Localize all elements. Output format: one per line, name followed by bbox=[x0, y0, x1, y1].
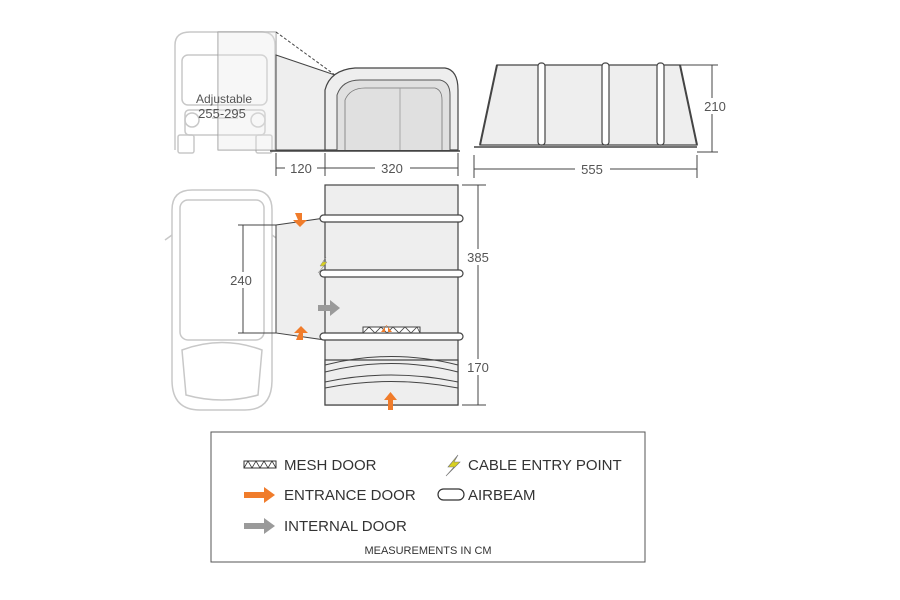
van-top-view bbox=[164, 189, 280, 411]
legend-mesh-door-label: MESH DOOR bbox=[284, 457, 377, 474]
adjustable-range: 255-295 bbox=[198, 106, 246, 121]
cable-entry-icon bbox=[445, 454, 461, 477]
entrance-arrow-icon bbox=[294, 326, 308, 340]
entrance-arrow-icon bbox=[293, 213, 307, 227]
units-note: MEASUREMENTS IN CM bbox=[364, 545, 491, 557]
tent-front-view bbox=[270, 67, 460, 152]
legend-entrance-door-label: ENTRANCE DOOR bbox=[284, 487, 416, 504]
dim-length: 555 bbox=[581, 162, 603, 177]
legend-cable-entry-label: CABLE ENTRY POINT bbox=[468, 457, 622, 474]
adjustable-text: Adjustable bbox=[196, 92, 252, 106]
dim-connector-depth: 120 bbox=[290, 161, 312, 176]
legend-internal-door-label: INTERNAL DOOR bbox=[284, 518, 407, 535]
mesh-door-icon bbox=[243, 460, 277, 469]
legend-entrance-door: ENTRANCE DOOR bbox=[244, 487, 416, 504]
legend-internal-door: INTERNAL DOOR bbox=[244, 518, 407, 535]
entrance-arrows-plan bbox=[293, 213, 397, 410]
cable-entry-icon bbox=[317, 256, 328, 274]
internal-arrow-icon bbox=[318, 300, 340, 316]
dim-porch-width: 170 bbox=[467, 360, 489, 375]
dim-tent-depth: 320 bbox=[381, 161, 403, 176]
airbeams-plan bbox=[319, 214, 464, 341]
van-adjustable-label: Adjustable 255-295 bbox=[196, 92, 252, 121]
van-front-view bbox=[174, 31, 277, 154]
entrance-arrow-icon bbox=[244, 487, 275, 503]
airbeam-icon bbox=[437, 488, 465, 501]
tunnel-plan bbox=[275, 217, 326, 341]
tent-side-view bbox=[474, 62, 698, 148]
legend-cable-entry: CABLE ENTRY POINT bbox=[445, 454, 622, 477]
legend-airbeam: AIRBEAM bbox=[437, 487, 536, 504]
legend-mesh-door: MESH DOOR bbox=[243, 457, 377, 474]
dim-height: 210 bbox=[704, 99, 726, 114]
dim-main-width: 385 bbox=[467, 250, 489, 265]
internal-arrow-icon bbox=[244, 518, 275, 534]
mesh-door-plan bbox=[362, 326, 421, 334]
entrance-arrow-icon bbox=[384, 392, 397, 410]
entrance-arrow-icon bbox=[381, 325, 392, 332]
dim-tunnel-width: 240 bbox=[230, 273, 252, 288]
legend-airbeam-label: AIRBEAM bbox=[468, 487, 536, 504]
legend: MESH DOOR CABLE ENTRY POINT ENTRANCE DOO… bbox=[210, 431, 646, 563]
